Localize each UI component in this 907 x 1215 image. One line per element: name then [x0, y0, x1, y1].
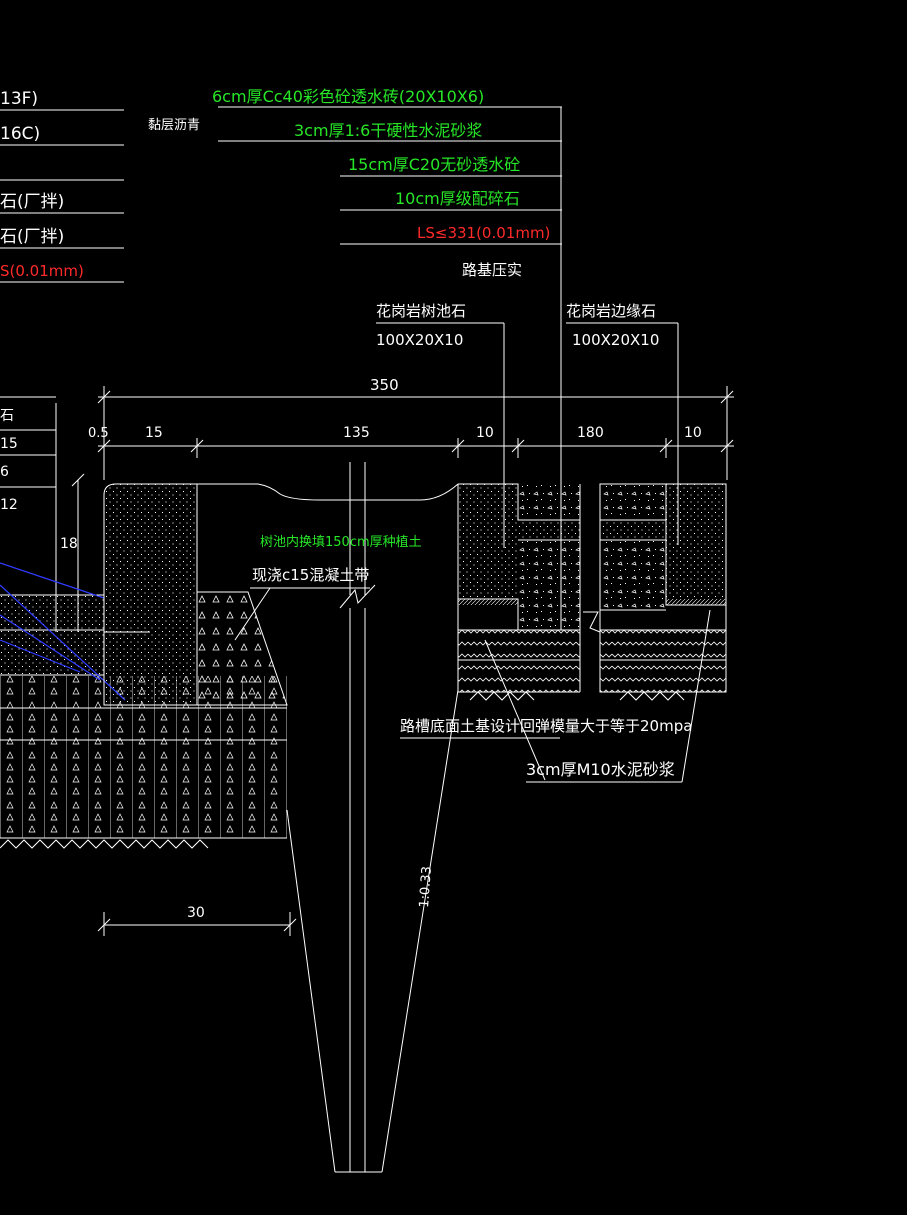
layer-4-label: 10cm厚级配碎石: [395, 189, 520, 208]
modulus-note: 路槽底面土基设计回弹模量大于等于20mpa: [400, 717, 692, 735]
edge-stone: [583, 483, 727, 701]
subgrade-label: 路基压实: [462, 261, 522, 279]
dim-10b: 10: [684, 425, 702, 441]
left-dim-3: 6: [0, 464, 9, 480]
mortar-note: 3cm厚M10水泥砂浆: [526, 760, 675, 779]
left-label-group: 13F) 16C) 石(厂拌) 石(厂拌) S(0.01mm) 黏层沥青: [0, 89, 200, 283]
dimension-group: 350 0.5 15 135 10 180 10 石 15 6 12 18: [0, 376, 734, 936]
edge-stone-size: 100X20X10: [572, 331, 659, 349]
dim-15: 15: [145, 425, 163, 441]
tree-pit-stone: [457, 483, 581, 701]
dim-180: 180: [577, 425, 604, 441]
dim-0-5: 0.5: [88, 426, 109, 441]
left-label-5: S(0.01mm): [0, 262, 84, 280]
layer-5-label: LS≤331(0.01mm): [417, 224, 550, 242]
note-group: 树池内换填150cm厚种植土 现浇c15混凝土带 路槽底面土基设计回弹模量大于等…: [234, 534, 711, 783]
dim-10a: 10: [476, 425, 494, 441]
left-label-3: 石(厂拌): [0, 192, 64, 212]
edge-stone-name: 花岗岩边缘石: [566, 302, 656, 320]
dim-30: 30: [187, 905, 205, 921]
left-label-4: 石(厂拌): [0, 227, 64, 247]
left-dim-4: 12: [0, 497, 18, 513]
left-label-2: 16C): [0, 124, 40, 144]
dim-total: 350: [370, 376, 399, 394]
tack-coat-label: 黏层沥青: [148, 117, 200, 133]
slope-ratio: 1:0.33: [417, 866, 435, 909]
soil-note: 树池内换填150cm厚种植土: [260, 534, 422, 550]
curb-stone: [97, 483, 288, 706]
tree-pit: 1:0.33: [197, 462, 459, 1173]
layer-1-label: 6cm厚Cc40彩色砼透水砖(20X10X6): [212, 87, 484, 106]
left-label-1: 13F): [0, 89, 38, 109]
tree-stone-size: 100X20X10: [376, 331, 463, 349]
stone-label-group: 花岗岩树池石 100X20X10 花岗岩边缘石 100X20X10: [376, 302, 679, 548]
left-dim-2: 15: [0, 436, 18, 452]
dim-135: 135: [343, 425, 370, 441]
dim-18: 18: [60, 536, 78, 552]
tree-stone-name: 花岗岩树池石: [376, 302, 466, 320]
concrete-note: 现浇c15混凝土带: [252, 566, 369, 584]
layer-3-label: 15cm厚C20无砂透水砼: [348, 155, 520, 174]
left-dim-1: 石: [0, 408, 14, 424]
layer-2-label: 3cm厚1:6干硬性水泥砂浆: [294, 121, 482, 140]
layer-label-group: 6cm厚Cc40彩色砼透水砖(20X10X6) 3cm厚1:6干硬性水泥砂浆 1…: [212, 87, 562, 630]
